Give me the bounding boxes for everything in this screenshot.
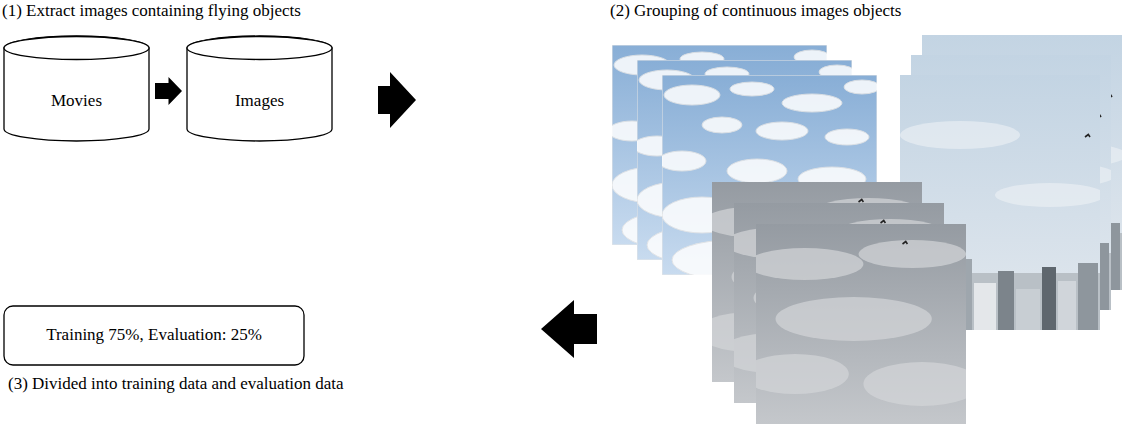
storage-cylinder: Movies: [3, 36, 150, 142]
image-stack: [697, 182, 980, 424]
step-caption: (2) Grouping of continuous images object…: [610, 1, 901, 21]
storage-cylinder-outline: [186, 36, 333, 142]
node-label: Movies: [51, 91, 102, 111]
step-caption: (1) Extract images containing flying obj…: [2, 1, 301, 21]
block-arrow: [541, 300, 597, 358]
storage-cylinder-outline: [3, 36, 150, 142]
block-arrow: [155, 77, 182, 105]
storage-cylinder: Images: [186, 36, 333, 142]
node-label: Training 75%, Evaluation: 25%: [46, 325, 262, 345]
block-arrow: [378, 72, 416, 128]
process-box: Training 75%, Evaluation: 25%: [3, 305, 305, 366]
step-caption: (3) Divided into training data and evalu…: [8, 374, 344, 394]
node-label: Images: [235, 91, 284, 111]
